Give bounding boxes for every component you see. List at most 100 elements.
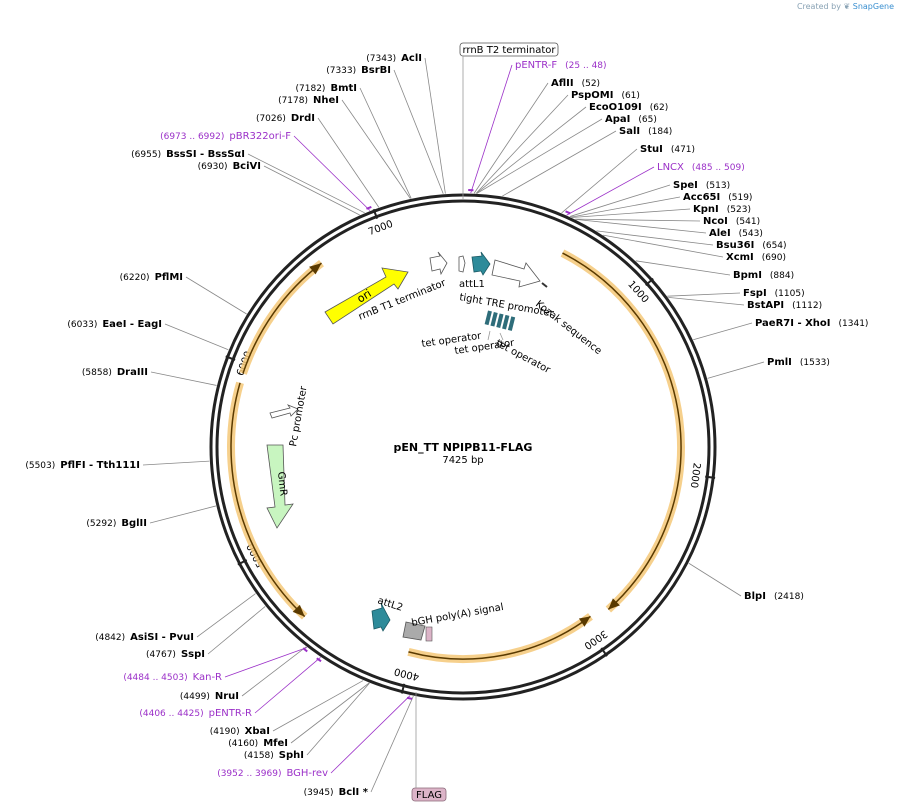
leader-pBR322ori-F [293, 135, 371, 211]
leader-MfeI [290, 682, 370, 744]
leader-Acc65I [570, 196, 681, 218]
site-pos-sali: (184) [648, 127, 672, 137]
tick-5000 [237, 559, 248, 566]
site-labels: pENTR-F(25 .. 48)AflII(52)PspOMI(61)EcoO… [25, 53, 868, 798]
leader-BpmI [635, 260, 731, 276]
site-pos-nrui: (4499) [180, 692, 210, 702]
site-pos-nhei: (7178) [278, 96, 308, 106]
leader-FspI [667, 292, 741, 297]
gmr-label: GmR [275, 471, 288, 497]
site-pos-drdi: (7026) [256, 114, 286, 124]
leader-SpeI [569, 184, 671, 217]
site-pos-bsu36i: (654) [762, 241, 786, 251]
leader-SspI [207, 606, 266, 655]
tick-6000 [225, 355, 236, 361]
site-name-pbr322ori-f: pBR322ori-F [229, 131, 291, 142]
leader-BGH-rev [330, 695, 411, 774]
site-pos-bsrbi: (7333) [326, 66, 356, 76]
site-pos-eaei-eagi: (6033) [67, 320, 97, 330]
leader-AsiSI - PvuI [196, 593, 256, 638]
leader-AleI [575, 218, 707, 234]
rrnb-t2-text: rrnB T2 terminator [462, 45, 556, 56]
site-name-nhei: NheI [313, 95, 339, 106]
leader-EaeI - EagI [164, 323, 229, 351]
site-name-xcmi: XcmI [726, 252, 754, 263]
attl1-label: attL1 [459, 279, 485, 290]
site-name-eaei-eagi: EaeI - EagI [102, 319, 162, 330]
site-pos-kan-r: (4484 .. 4503) [123, 673, 187, 683]
tick-1000 [645, 277, 654, 287]
ori-feature: ori [324, 267, 409, 325]
leader-BglII [149, 505, 217, 524]
leader-PmlI [707, 361, 765, 379]
rrnb-t2-terminator-label: rrnB T2 terminator [459, 42, 559, 200]
site-pos-kpni: (523) [727, 205, 751, 215]
pc-promoter-feature: Pc promoter [269, 385, 310, 448]
kozak-label: Kozak sequence [533, 299, 603, 357]
site-pos-draiii: (5858) [82, 368, 112, 378]
site-pos-acli: (7343) [366, 54, 396, 64]
backbone-inner-ring [215, 199, 711, 695]
brand-text: SnapGene [852, 2, 894, 11]
leader-EcoO109I [476, 106, 587, 194]
site-pos-pentr-f: (25 .. 48) [565, 61, 606, 71]
primer-mark [565, 210, 571, 215]
site-pos-bglii: (5292) [86, 519, 116, 529]
site-name-bsrbi: BsrBI [361, 65, 391, 76]
leader-PspOMI [475, 94, 569, 194]
snapgene-logo-icon: ❦ [843, 2, 851, 11]
leader-Bsu36I [596, 230, 714, 246]
tick-7000 [372, 208, 379, 219]
site-name-bsu36i: Bsu36I [716, 240, 754, 251]
flag-text: FLAG [416, 790, 442, 801]
site-pos-acc65i: (519) [728, 193, 752, 203]
leader-ApaI [476, 118, 603, 194]
site-name-bsssi-bsss-i: BssSI - BssSαI [166, 149, 245, 160]
snapgene-credit: Created by ❦ SnapGene [797, 2, 894, 11]
site-pos-bpmi: (884) [770, 271, 794, 281]
site-name-xbai: XbaI [245, 726, 270, 737]
site-pos-blpi: (2418) [774, 592, 804, 602]
site-name-fspi: FspI [743, 288, 767, 299]
tet-operator-feature: tet operator tet operator tet operator [421, 310, 553, 376]
tick-label-2000: 2000 [688, 462, 702, 489]
leader-AclI [424, 57, 446, 194]
site-pos-stui: (471) [671, 145, 695, 155]
bgh-label: bGH poly(A) signal [411, 602, 505, 629]
leader-PflFI - Tth111I [142, 460, 210, 466]
site-leader-lines [142, 57, 765, 793]
plasmid-length: 7425 bp [442, 455, 483, 466]
orf-arc-4 [239, 259, 324, 375]
tick-3000 [600, 647, 608, 657]
site-name-pmli: PmlI [767, 357, 792, 368]
leader-BstAPI [668, 297, 745, 306]
tet-operator-label-3: tet operator [494, 338, 553, 376]
site-pos-bmti: (7182) [296, 84, 326, 94]
site-pos-mfei: (4160) [228, 739, 258, 749]
site-name-acc65i: Acc65I [683, 192, 720, 203]
orf-arc-2 [407, 613, 593, 663]
leader-NcoI [575, 218, 701, 222]
site-name-bcli-: BclI * [339, 787, 369, 798]
site-pos-apai: (65) [638, 115, 656, 125]
leader-NruI [241, 646, 307, 697]
primer-mark [302, 647, 308, 653]
leader-DrdI [317, 117, 380, 208]
leader-BlpI [688, 562, 742, 597]
leader-NheI [341, 99, 411, 199]
primer-mark [366, 205, 372, 210]
orf-arc-1 [560, 249, 685, 613]
site-name-bglii: BglII [121, 518, 147, 529]
leader-Kan-R [224, 647, 308, 678]
tick-label-7000: 7000 [367, 219, 395, 238]
site-name-paer7i-xhoi: PaeR7I - XhoI [755, 318, 831, 329]
site-pos-pentr-r: (4406 .. 4425) [139, 709, 203, 719]
leader-BssSI - BssSαI [247, 153, 365, 214]
site-name-apai: ApaI [605, 114, 630, 125]
site-name-ncoi: NcoI [703, 216, 728, 227]
site-name-pflfi-tth111i: PflFI - Tth111I [60, 460, 140, 471]
rrnb-t1-label: rrnB T1 terminator [357, 277, 448, 322]
site-pos-ecoo109i: (62) [650, 103, 668, 113]
site-name-sali: SalI [619, 126, 640, 137]
